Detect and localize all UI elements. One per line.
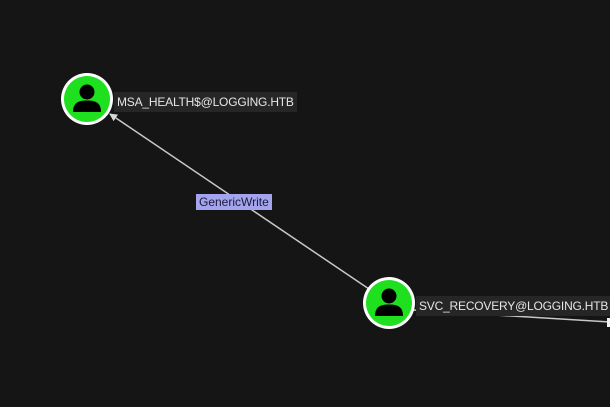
user-icon [375, 288, 403, 316]
user-icon [73, 84, 101, 112]
node-msa-health-fill [64, 76, 110, 122]
node-svc-recovery-fill [366, 280, 412, 326]
node-msa-health[interactable] [61, 73, 113, 125]
edge-arrow-stub [607, 318, 610, 327]
node-label-svc-recovery: SVC_RECOVERY@LOGGING.HTB [416, 296, 610, 316]
edge-label-genericwrite[interactable]: GenericWrite [196, 194, 272, 210]
node-svc-recovery[interactable] [363, 277, 415, 329]
node-label-msa-health: MSA_HEALTH$@LOGGING.HTB [114, 92, 297, 112]
